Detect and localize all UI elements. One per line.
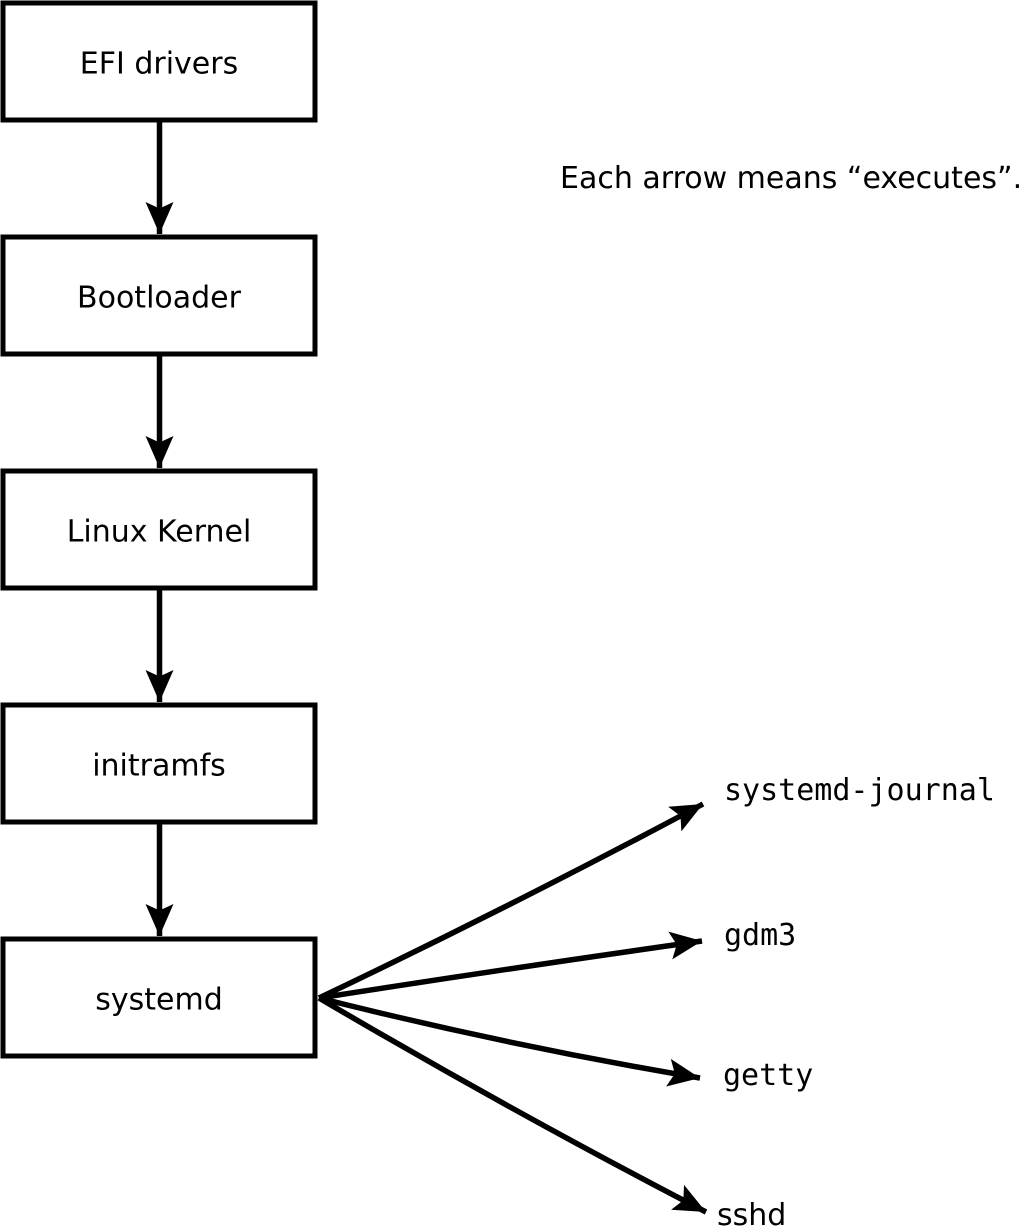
arrow-systemd-to-journal [317, 801, 705, 1001]
box-linux-kernel: Linux Kernel [0, 468, 318, 591]
box-rect [0, 234, 318, 357]
arrow-systemd-to-getty [318, 995, 701, 1087]
fanout-label-getty: getty [723, 1058, 813, 1093]
box-label-initramfs: initramfs [92, 749, 226, 784]
box-efi-drivers: EFI drivers [0, 0, 318, 123]
box-label-efi-drivers: EFI drivers [80, 47, 238, 82]
box-rect [0, 468, 318, 591]
box-label-systemd: systemd [95, 983, 223, 1018]
fanout-label-gdm3: gdm3 [724, 918, 796, 953]
box-initramfs: initramfs [0, 702, 318, 825]
arrow-line [317, 995, 708, 1215]
arrow-systemd-to-sshd [317, 995, 708, 1215]
arrow-line [318, 995, 701, 1087]
box-label-linux-kernel: Linux Kernel [67, 515, 252, 550]
box-rect [0, 702, 318, 825]
box-rect [0, 0, 318, 123]
box-label-bootloader: Bootloader [77, 281, 242, 316]
fanout-label-systemd-journal: systemd-journal [724, 773, 995, 808]
arrow-systemd-to-gdm3 [318, 931, 703, 1001]
arrow-line [317, 801, 705, 1001]
box-rect [0, 936, 318, 1059]
box-bootloader: Bootloader [0, 234, 318, 357]
arrow-line [318, 931, 703, 1001]
fanout-label-sshd: sshd [717, 1198, 786, 1230]
caption-arrow-meaning: Each arrow means “executes”. [560, 161, 1022, 196]
box-systemd: systemd [0, 936, 318, 1059]
